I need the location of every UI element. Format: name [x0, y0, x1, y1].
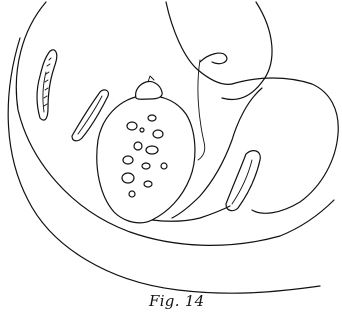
right-elongated-tube — [226, 151, 260, 211]
upper-right-contour — [166, 2, 232, 84]
central-mass — [97, 96, 195, 223]
figure-caption: Fig. 14 — [149, 292, 205, 310]
mass-cap — [136, 81, 163, 99]
cord-loop — [200, 53, 227, 63]
left-wavy-structure — [37, 50, 57, 120]
